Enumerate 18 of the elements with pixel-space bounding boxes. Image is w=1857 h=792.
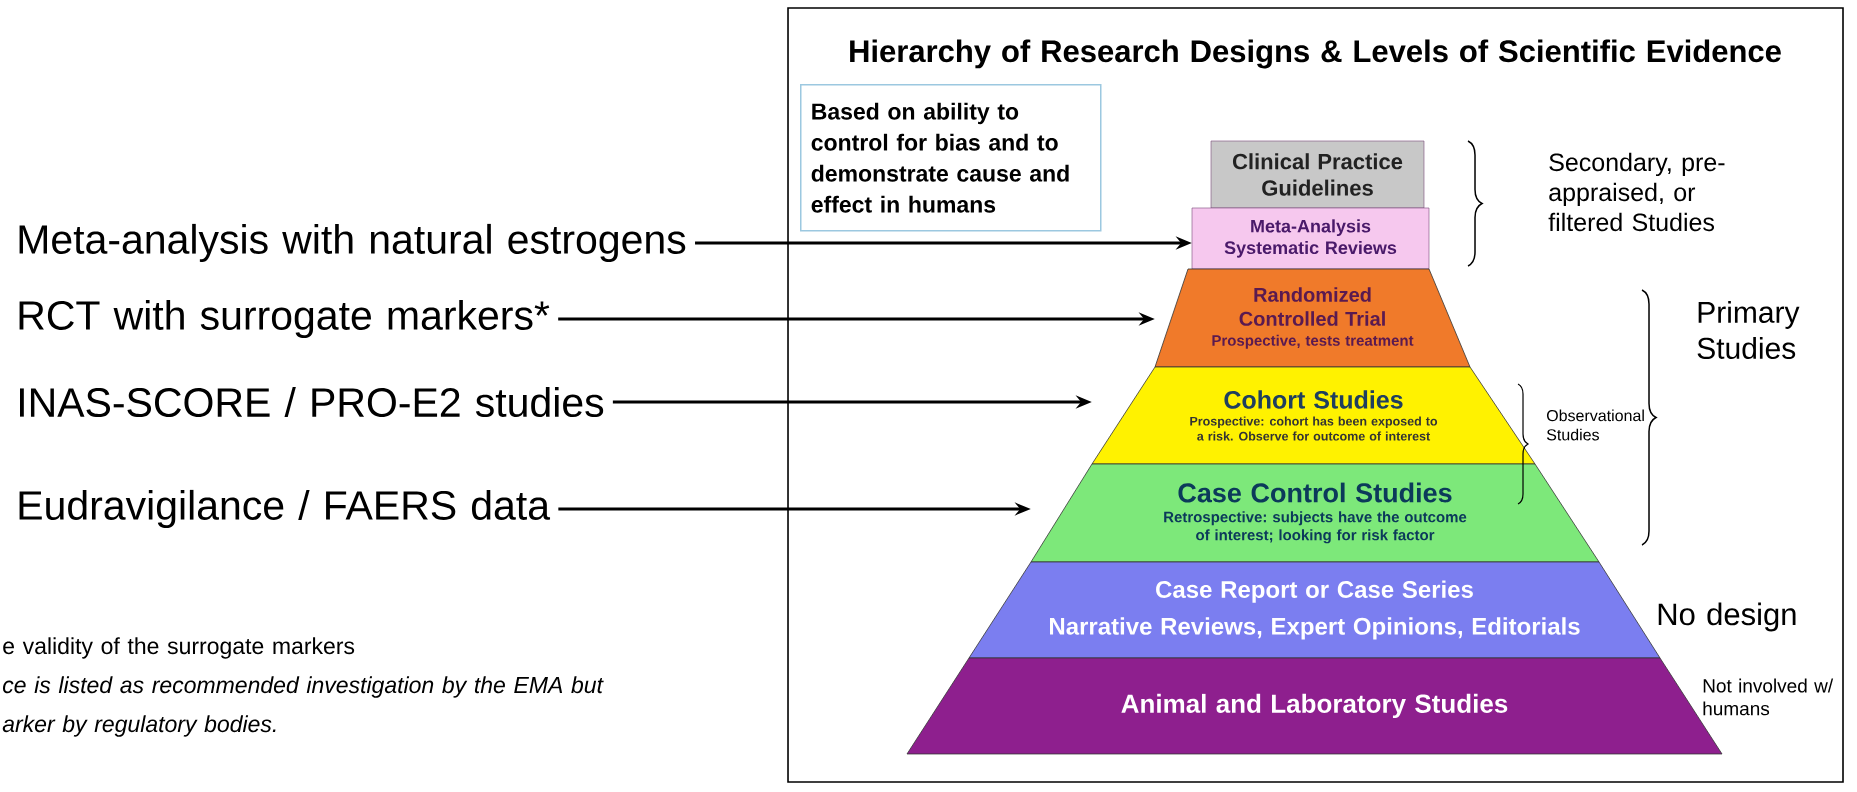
- side-label: Primary Studies: [1697, 300, 1800, 359]
- footnote: ce is listed as recommended investigation by the EMA but: [2, 676, 604, 698]
- footnote: arker by regulatory bodies.: [2, 715, 276, 737]
- note-box: Based on ability to control for bias and to demonstrate cause and effect in humans: [800, 84, 1102, 232]
- side-label: Secondary, pre-appraised, or filtered Studies: [1548, 152, 1725, 232]
- side-label: No design: [1658, 602, 1796, 632]
- pyramid-level: Cohort Studies Prospective: cohort has been exposed to a risk. Observe for outcome of interest: [1091, 366, 1536, 465]
- study-label: Eudravigilance / FAERS data: [19, 489, 551, 529]
- study-label: RCT with surrogate markers*: [19, 299, 550, 339]
- side-label: Observational Studies: [1546, 409, 1644, 441]
- footnote: e validity of the surrogate markers: [3, 637, 355, 659]
- pyramid-level: Randomized Controlled Trial Prospective, tests treatment: [1154, 268, 1471, 368]
- study-label: Meta-analysis with natural estrogens: [19, 223, 686, 263]
- study-label: INAS-SCORE / PRO-E2 studies: [20, 386, 604, 418]
- guideline-box: Clinical Practice Guidelines: [1210, 140, 1425, 209]
- review-box: Meta-Analysis Systematic Reviews: [1191, 207, 1430, 270]
- title: Hierarchy of Research Designs & Levels of Scientific Evidence: [850, 39, 1781, 69]
- pyramid-level: Case Control Studies Retrospective: subjects have the outcome of interest; looking for risk factor: [1030, 463, 1600, 563]
